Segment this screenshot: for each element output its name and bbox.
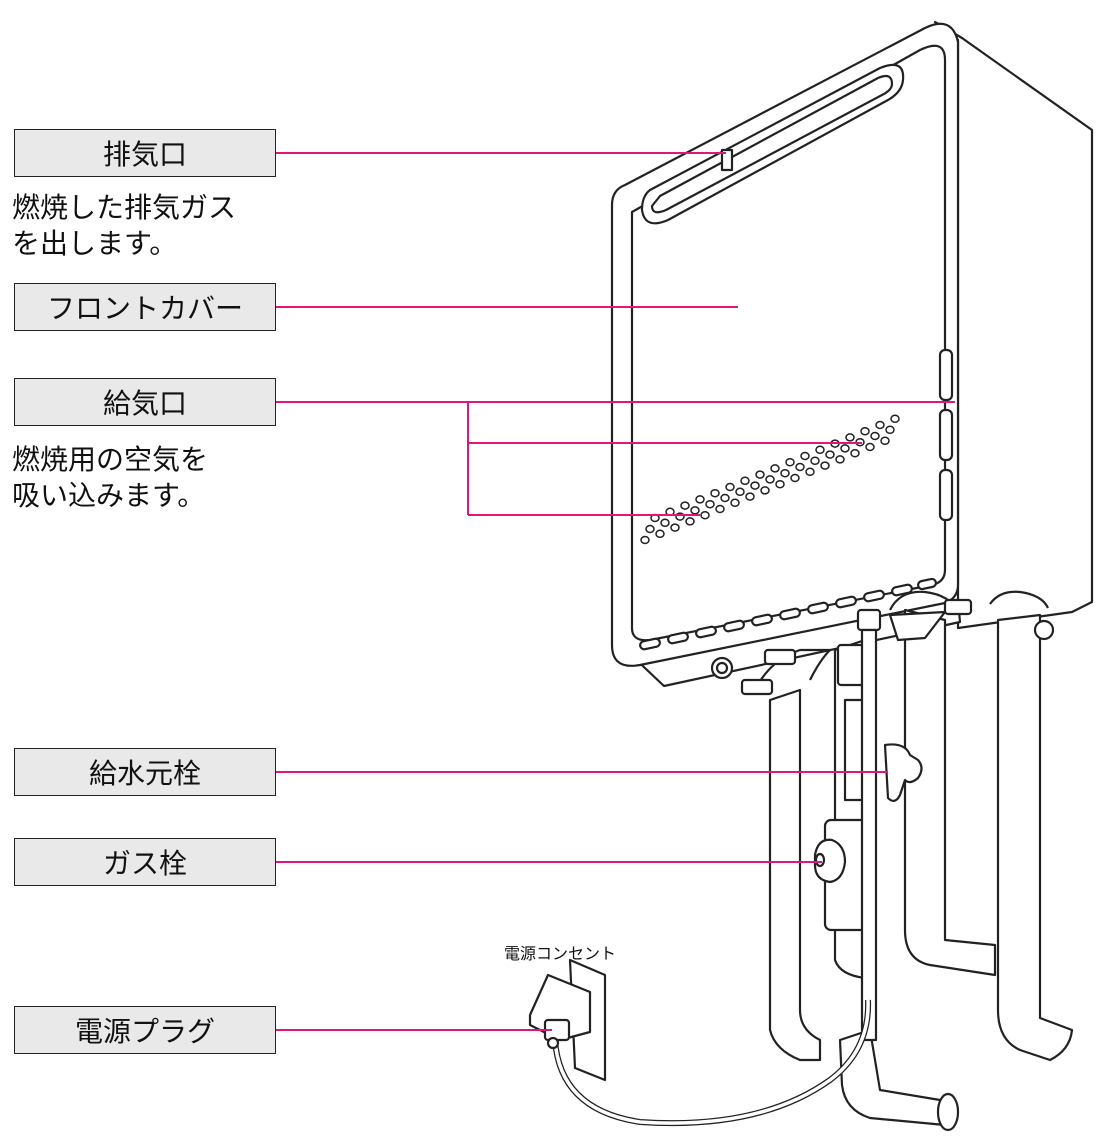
intake-hole	[805, 467, 815, 477]
intake-hole	[885, 425, 895, 435]
exhaust-description: 燃焼した排気ガス を出します。	[12, 191, 237, 260]
intake-hole	[845, 433, 855, 442]
exhaust-inner	[650, 74, 894, 214]
intake-hole	[755, 470, 765, 479]
intake-hole	[785, 457, 795, 467]
center-right-pipe	[903, 608, 997, 977]
exhaust-tab	[720, 148, 734, 172]
intake-hole	[790, 473, 800, 483]
intake-hole	[870, 431, 880, 441]
intake-hole	[685, 517, 695, 526]
power-plug-label: 電源プラグ	[14, 1006, 276, 1054]
gas-valve-label: ガス栓	[14, 838, 276, 886]
intake-hole	[745, 492, 755, 501]
intake-hole	[850, 448, 860, 458]
outlet-label: 電源コンセント	[504, 944, 617, 963]
intake-hole	[710, 488, 720, 498]
intake-hole	[775, 479, 785, 489]
leader-lines	[276, 152, 955, 1031]
intake-hole	[740, 476, 750, 486]
intake-hole	[720, 493, 730, 503]
water-valve-label: 給水元栓	[14, 748, 276, 796]
side-slot	[938, 408, 954, 462]
gas-valve-handle	[813, 838, 847, 884]
intake-hole	[825, 450, 835, 459]
intake-hole	[680, 501, 690, 510]
exhaust-outer	[640, 63, 905, 225]
intake-hole	[730, 498, 740, 508]
intake-hole	[780, 468, 790, 478]
intake-hole	[840, 444, 850, 453]
intake-hole	[795, 462, 805, 472]
intake-hole	[750, 481, 760, 490]
intake-label: 給気口	[14, 378, 276, 426]
intake-hole	[735, 487, 745, 497]
front-cover-inner-edge	[630, 44, 947, 642]
intake-hole	[670, 523, 680, 532]
intake-hole	[645, 524, 655, 534]
front-cover-label: フロントカバー	[14, 283, 276, 331]
gas-pipe	[768, 688, 822, 1062]
intake-hole	[770, 464, 780, 473]
intake-hole	[875, 420, 885, 430]
intake-hole	[820, 461, 830, 470]
intake-hole	[880, 436, 890, 446]
intake-hole	[815, 445, 825, 455]
intake-hole	[760, 486, 770, 495]
intake-description: 燃焼用の空気を 吸い込みます。	[12, 443, 209, 512]
right-pipe	[996, 613, 1074, 1062]
intake-hole	[675, 512, 685, 521]
exhaust-label: 排気口	[14, 129, 276, 177]
intake-hole	[865, 442, 875, 452]
bottom-elbow-pipe	[838, 1028, 947, 1127]
intake-hole	[765, 475, 775, 484]
side-slot	[938, 348, 954, 402]
intake-hole	[810, 456, 820, 466]
intake-hole	[725, 482, 735, 492]
intake-hole	[860, 426, 870, 436]
intake-hole	[700, 510, 710, 520]
intake-hole	[800, 451, 810, 461]
water-valve-handle	[883, 743, 923, 802]
intake-hole	[660, 518, 670, 528]
intake-hole	[695, 495, 705, 504]
bottom-vent-slots	[639, 577, 937, 651]
intake-hole	[655, 529, 665, 539]
intake-hole	[705, 499, 715, 509]
intake-hole	[715, 504, 725, 514]
intake-holes	[640, 414, 900, 545]
side-slot	[938, 468, 954, 522]
intake-hole	[835, 455, 845, 464]
intake-hole	[690, 506, 700, 515]
intake-hole	[890, 414, 900, 424]
intake-hole	[640, 535, 650, 545]
